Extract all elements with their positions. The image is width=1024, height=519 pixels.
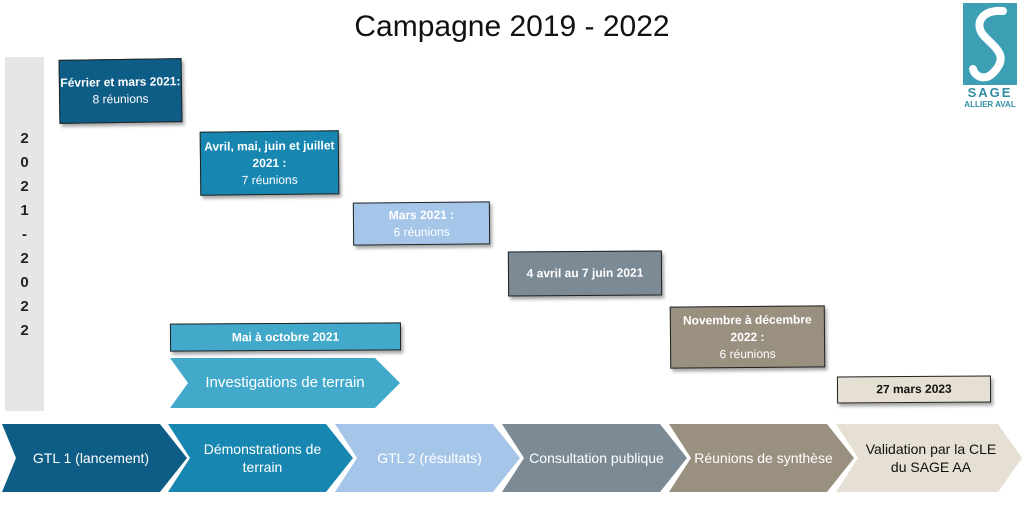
- year-char: 2: [20, 178, 29, 195]
- year-char: 1: [20, 202, 29, 219]
- phase-synthese-label: Réunions de synthèse: [694, 450, 833, 466]
- logo-mark: [963, 3, 1017, 85]
- phase-validation-label: Validation par la CLE du SAGE AA: [865, 441, 997, 475]
- date-box-gtl1: Février et mars 2021: 8 réunions: [58, 58, 183, 124]
- year-char: 0: [20, 274, 29, 291]
- investigations-arrow: [170, 358, 400, 408]
- phase-synthese: Réunions de synthèse: [669, 424, 854, 492]
- phase-consultation-label: Consultation publique: [529, 450, 664, 466]
- phase-consultation: Consultation publique: [502, 424, 687, 492]
- phase-gtl1: GTL 1 (lancement): [2, 424, 187, 492]
- year-char: 2: [20, 322, 29, 339]
- page-title: Campagne 2019 - 2022: [354, 10, 670, 43]
- phase-gtl1-label: GTL 1 (lancement): [32, 450, 150, 466]
- phase-demo-label: Démonstrations de terrain: [203, 441, 322, 475]
- phase-gtl2: GTL 2 (résultats): [335, 424, 520, 492]
- sage-logo: SAGE ALLIER AVAL: [960, 3, 1020, 111]
- investigations-label: Investigations de terrain: [205, 374, 365, 391]
- year-char: 0: [20, 154, 29, 171]
- date-box-gtl2: Mars 2021 : 6 réunions: [352, 201, 491, 246]
- date-box-synthese: Novembre à décembre 2022 : 6 réunions: [669, 305, 826, 369]
- year-char: 2: [20, 130, 29, 147]
- phase-demo: Démonstrations de terrain: [168, 424, 353, 492]
- year-char: -: [22, 226, 27, 243]
- year-char: 2: [20, 250, 29, 267]
- phase-validation: Validation par la CLE du SAGE AA: [836, 424, 1022, 492]
- logo-text-allier-aval: ALLIER AVAL: [964, 100, 1016, 109]
- date-box-investigations: Mai à octobre 2021: [169, 322, 402, 352]
- date-box-demo: Avril, mai, juin et juillet 2021 : 7 réu…: [199, 130, 340, 196]
- year-side-bar: 2 0 2 1 - 2 0 2 2: [5, 57, 44, 411]
- date-box-validation: 27 mars 2023: [836, 375, 992, 404]
- phase-gtl2-label: GTL 2 (résultats): [377, 450, 482, 466]
- date-box-consultation: 4 avril au 7 juin 2021: [507, 250, 663, 297]
- logo-text-sage: SAGE: [967, 85, 1013, 100]
- year-char: 2: [20, 298, 29, 315]
